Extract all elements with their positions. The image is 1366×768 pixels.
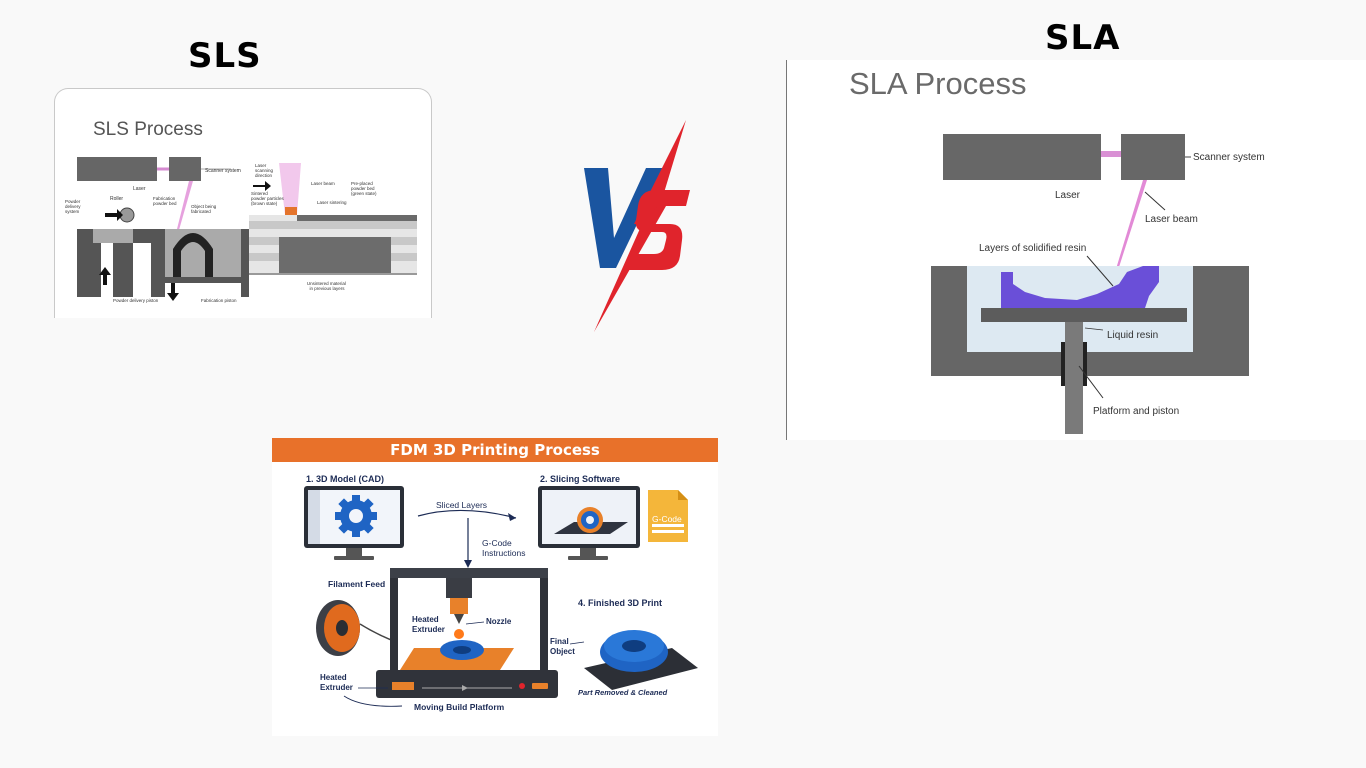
fdm-label-step4: 4. Finished 3D Print	[578, 598, 662, 608]
sls-process-diagram: SLS Process Scanner system Laser Roller …	[54, 88, 432, 318]
sla-process-diagram: SLA Process Scanner system Laser Laser b…	[786, 60, 1366, 440]
fdm-label-part-removed: Part Removed & Cleaned	[578, 688, 668, 697]
sls-label-fabrication-piston: Fabrication piston	[201, 298, 237, 303]
sla-label-liquid-resin: Liquid resin	[1107, 330, 1158, 341]
fdm-label-nozzle: Nozzle	[486, 617, 512, 626]
fdm-label-heated-extruder-top: Heated Extruder	[412, 615, 445, 634]
sls-label-laser-sintering: Laser sintering	[317, 200, 347, 205]
fdm-schematic: 1. 3D Model (CAD) Sliced Layers 2. Slici…	[304, 474, 698, 712]
sls-label-unsintered-material: Unsintered material in previous layers	[307, 281, 347, 291]
gcode-file-icon	[648, 490, 688, 542]
sls-label-roller: Roller	[110, 196, 123, 202]
vs-s-shape	[628, 190, 690, 270]
sla-label-laser: Laser	[1055, 190, 1081, 201]
vs-text: VS	[582, 120, 584, 121]
fdm-label-step1: 1. 3D Model (CAD)	[306, 474, 384, 484]
sls-label-object-being-fabricated: Object being fabricated	[191, 204, 218, 214]
sls-heading: SLS	[188, 36, 262, 76]
fdm-label-filament-feed: Filament Feed	[328, 579, 385, 589]
sla-diagram-title: SLA Process	[849, 66, 1027, 101]
sls-label-laser-beam: Laser beam	[311, 181, 335, 186]
sls-diagram-title: SLS Process	[93, 119, 203, 140]
vs-v-shape	[584, 168, 664, 268]
sla-heading: SLA	[1045, 18, 1121, 58]
lightning-bolt	[594, 120, 686, 332]
sla-label-laser-beam: Laser beam	[1145, 214, 1198, 225]
sls-label-laser-scanning-direction: Laser scanning direction	[255, 163, 274, 178]
sls-label-sintered-powder: Sintered powder particles (brown state)	[251, 191, 285, 206]
fdm-label-heated-extruder-bottom: Heated Extruder	[320, 673, 353, 692]
fdm-label-gcode-instructions: G-Code Instructions	[482, 538, 525, 558]
fdm-label-moving-build-platform: Moving Build Platform	[414, 702, 505, 712]
fdm-diagram-title: FDM 3D Printing Process	[272, 438, 718, 462]
sla-label-scanner: Scanner system	[1193, 152, 1265, 163]
filament-spool-icon	[316, 600, 360, 656]
sla-schematic: Scanner system Laser Laser beam Layers o…	[931, 134, 1265, 434]
fdm-process-diagram: FDM 3D Printing Process 1. 3D Model (CAD…	[272, 438, 718, 736]
fdm-label-step2: 2. Slicing Software	[540, 474, 620, 484]
sls-label-pre-placed-powder-bed: Pre-placed powder bed (green state)	[351, 181, 377, 196]
fdm-label-final-object: Final Object	[550, 637, 575, 656]
sls-label-laser: Laser	[133, 186, 146, 192]
sls-label-fabrication-powder-bed: Fabrication powder bed	[153, 196, 177, 206]
fdm-label-gcode-file: G-Code	[652, 514, 682, 524]
sls-label-powder-delivery-system: Powder delivery system	[65, 199, 82, 214]
sliced-gear-icon	[577, 507, 603, 533]
sls-label-scanner: Scanner system	[205, 168, 241, 174]
cad-gear-icon	[335, 495, 377, 537]
finished-gear-icon	[600, 630, 668, 672]
printing-gear-icon	[440, 640, 484, 660]
sls-label-powder-delivery-piston: Powder delivery piston	[113, 298, 159, 303]
fdm-label-sliced-layers: Sliced Layers	[436, 500, 487, 510]
sls-schematic: Scanner system Laser Roller Powder deliv…	[65, 157, 417, 303]
vs-logo: VS	[582, 120, 690, 332]
sla-label-layers: Layers of solidified resin	[979, 243, 1086, 254]
sla-label-platform: Platform and piston	[1093, 406, 1179, 417]
